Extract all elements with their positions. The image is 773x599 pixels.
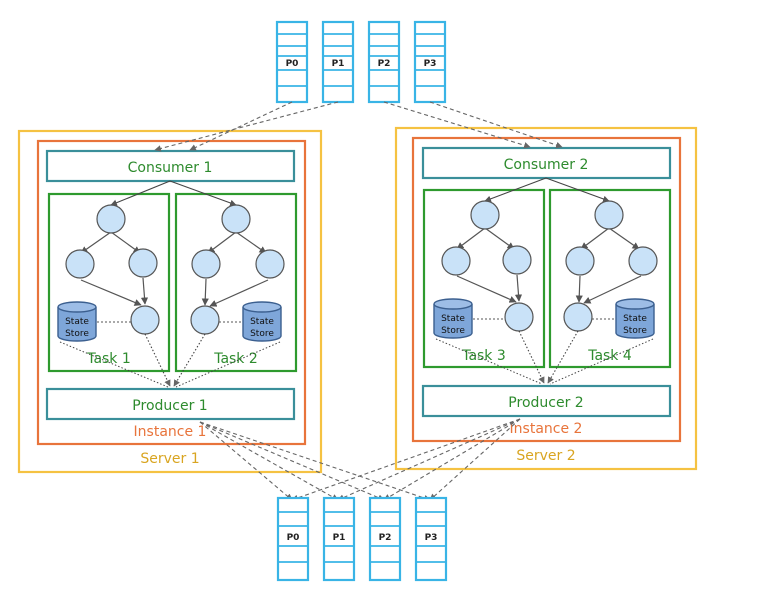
processor-node (504, 302, 534, 332)
partition-label: P3 (424, 59, 437, 69)
output-partition-p3[interactable]: P3 (414, 496, 448, 582)
processor-node (470, 200, 500, 230)
processor-node (565, 246, 595, 276)
state-store-label: State (250, 317, 274, 327)
processor-node (502, 245, 532, 275)
consumer-1-label: Consumer 1 (128, 160, 213, 176)
server-1-label: Server 1 (140, 451, 199, 467)
server-1: Consumer 1 State Store Task 1 (17, 129, 323, 474)
processor-node (191, 249, 221, 279)
input-partition-p0[interactable]: P0 (275, 20, 309, 104)
processor-node (628, 246, 658, 276)
server-1-box (17, 129, 323, 474)
partition-label: P1 (333, 533, 346, 543)
server-2-label: Server 2 (516, 448, 575, 464)
producer-2-label: Producer 2 (508, 395, 583, 411)
state-store-icon: State Store (242, 301, 282, 342)
input-partition-p1[interactable]: P1 (321, 20, 355, 104)
partition-label: P1 (332, 59, 345, 69)
producer-2[interactable]: Producer 2 (421, 384, 672, 418)
consumer-1[interactable]: Consumer 1 (45, 149, 296, 183)
instance-1-label: Instance 1 (134, 424, 207, 440)
state-store-icon: State Store (433, 298, 473, 339)
processor-node (594, 200, 624, 230)
producer-1-label: Producer 1 (132, 398, 207, 414)
input-partition-p2[interactable]: P2 (367, 20, 401, 104)
partition-label: P2 (378, 59, 391, 69)
state-store-label: Store (250, 329, 274, 339)
output-partition-p2[interactable]: P2 (368, 496, 402, 582)
task-2-label: Task 2 (213, 351, 258, 367)
output-partition-p1[interactable]: P1 (322, 496, 356, 582)
server-2: Consumer 2 State Store Task 3 (394, 126, 698, 471)
task-4-label: Task 4 (587, 348, 632, 364)
processor-node (130, 305, 160, 335)
processor-node (441, 246, 471, 276)
input-partition-p3[interactable]: P3 (413, 20, 447, 104)
task-1-label: Task 1 (86, 351, 131, 367)
state-store-icon: State Store (615, 298, 655, 339)
instance-2-box (411, 136, 682, 443)
partition-label: P2 (379, 533, 392, 543)
task-4[interactable]: State Store Task 4 (548, 188, 672, 369)
instance-2-label: Instance 2 (510, 421, 583, 437)
consumer-2[interactable]: Consumer 2 (421, 146, 672, 180)
task-3[interactable]: State Store Task 3 (422, 188, 546, 369)
produce-flow-lines (199, 418, 521, 502)
processor-node (96, 204, 126, 234)
task-3-label: Task 3 (461, 348, 506, 364)
consume-flow-lines (154, 101, 563, 152)
instance-1-box (36, 139, 307, 446)
processor-node (563, 302, 593, 332)
output-partition-p0[interactable]: P0 (276, 496, 310, 582)
state-store-label: State (441, 314, 465, 324)
processor-node (255, 249, 285, 279)
partition-label: P3 (425, 533, 438, 543)
task-1[interactable]: State Store Task 1 (47, 192, 171, 373)
server-2-box (394, 126, 698, 471)
processor-node (128, 248, 158, 278)
processor-node (221, 204, 251, 234)
state-store-label: Store (623, 326, 647, 336)
state-store-label: State (623, 314, 647, 324)
partition-label: P0 (286, 59, 299, 69)
processor-node (65, 249, 95, 279)
task-2[interactable]: State Store Task 2 (174, 192, 298, 373)
consumer-2-label: Consumer 2 (504, 157, 589, 173)
output-topic: P0 P1 P2 P3 (276, 496, 448, 582)
input-topic: P0 P1 P2 P3 (275, 20, 447, 104)
partition-label: P0 (287, 533, 300, 543)
state-store-label: State (65, 317, 89, 327)
state-store-icon: State Store (57, 301, 97, 342)
state-store-label: Store (65, 329, 89, 339)
state-store-label: Store (441, 326, 465, 336)
producer-1[interactable]: Producer 1 (45, 387, 296, 421)
processor-node (190, 305, 220, 335)
